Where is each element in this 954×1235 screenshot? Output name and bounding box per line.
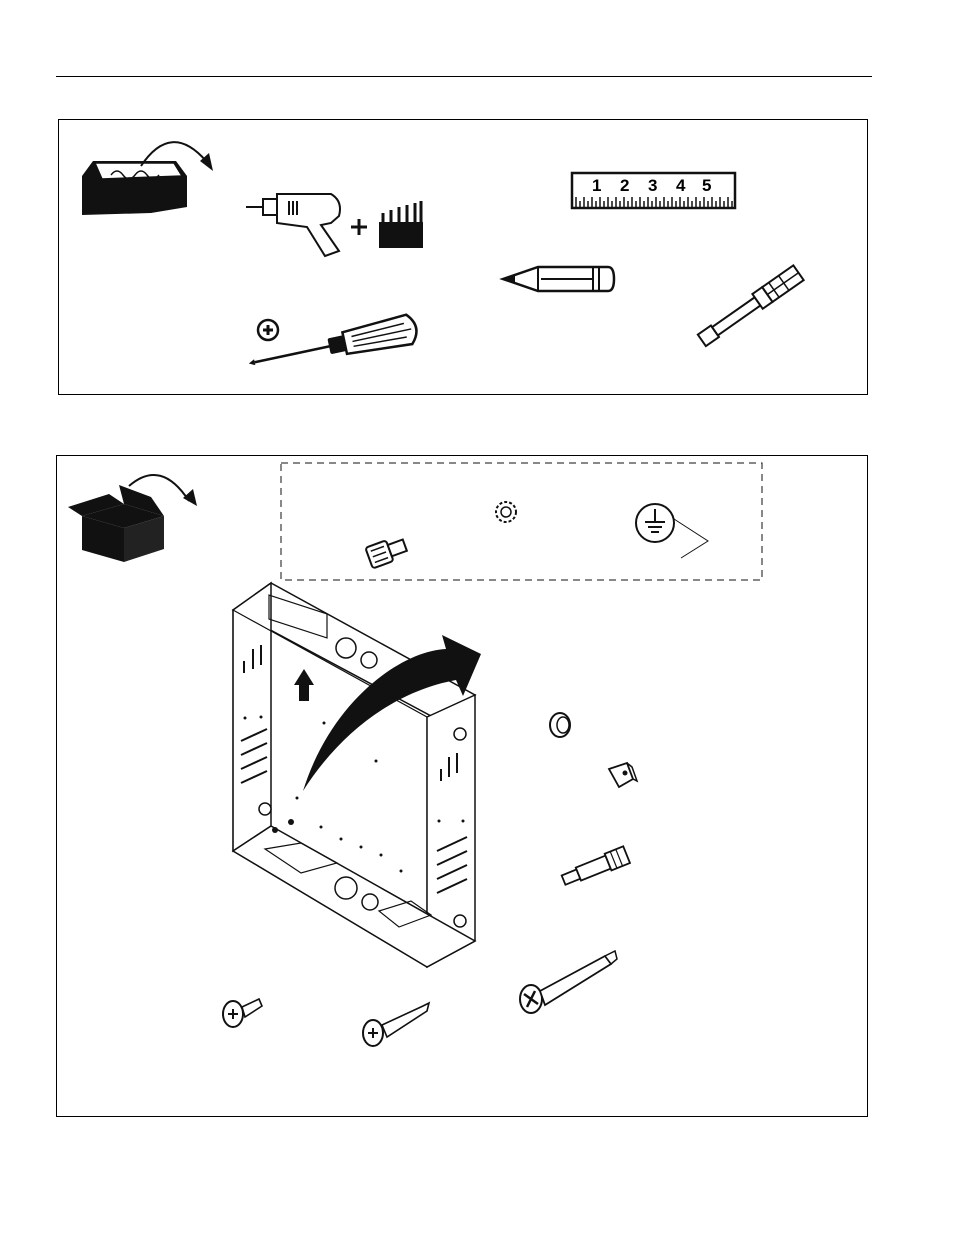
toolbox-icon (82, 142, 213, 215)
plus-sign-icon (351, 219, 367, 235)
tape-measure-icon: 1 2 3 4 5 (572, 173, 735, 208)
header-rule (56, 76, 872, 77)
wood-screw-icon (363, 1003, 429, 1046)
long-phillips-screw-icon (520, 951, 617, 1013)
ruler-number: 1 (592, 176, 601, 195)
ruler-number: 3 (648, 176, 657, 195)
pencil-icon (503, 267, 614, 291)
pan-head-screw-icon (223, 999, 262, 1027)
standoff-screw-icon (560, 846, 630, 888)
phillips-screwdriver-icon (246, 313, 420, 378)
drill-icon (246, 194, 340, 256)
drill-bits-icon (379, 201, 423, 248)
clip-icon (609, 763, 637, 787)
hardware-bag-outline (281, 463, 762, 580)
tools-required-panel: 1 2 3 4 5 (58, 119, 868, 395)
back-box-icon (233, 583, 481, 967)
ruler-number: 4 (676, 176, 686, 195)
ground-screw-icon (365, 535, 408, 569)
open-box-icon (68, 475, 197, 562)
grommet-icon (550, 713, 570, 737)
ruler-number: 5 (702, 176, 711, 195)
parts-included-panel (56, 455, 868, 1117)
hex-driver-bit-icon (697, 265, 804, 347)
ground-symbol-icon (636, 504, 708, 558)
ruler-number: 2 (620, 176, 629, 195)
star-washer-icon (496, 502, 516, 522)
